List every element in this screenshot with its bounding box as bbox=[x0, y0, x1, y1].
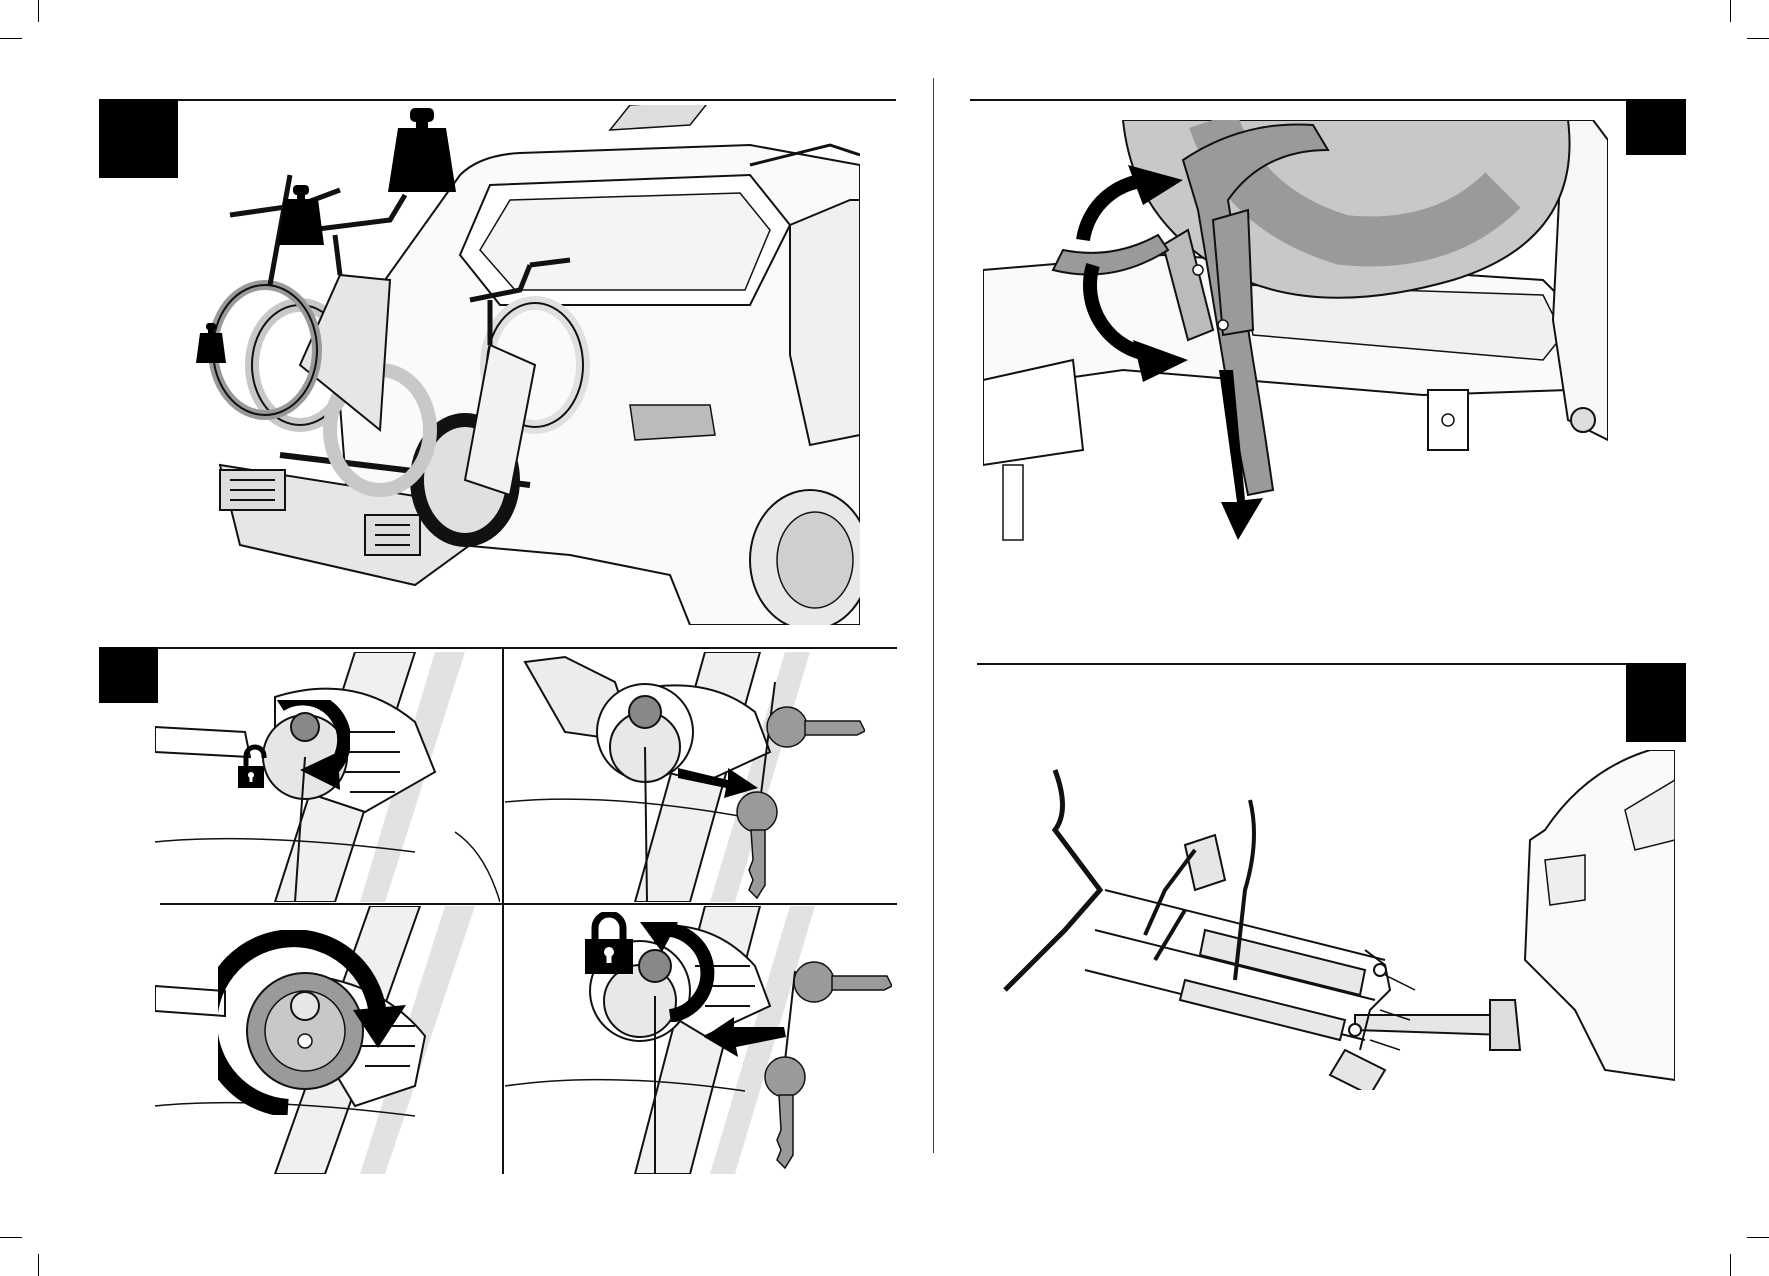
rotate-arrow-icon bbox=[218, 930, 408, 1115]
crop-mark-top-left-h bbox=[0, 38, 22, 39]
key-icon bbox=[763, 1055, 808, 1170]
tilt-illustration bbox=[985, 750, 1675, 1090]
bike-rack-illustration bbox=[190, 105, 860, 625]
crop-mark-top-right-h bbox=[1747, 38, 1769, 39]
crop-mark-bottom-left-h bbox=[0, 1237, 22, 1238]
crop-mark-top-right bbox=[1730, 0, 1731, 22]
crop-mark-bottom-right bbox=[1730, 1254, 1731, 1276]
crop-mark-bottom-right-h bbox=[1747, 1237, 1769, 1238]
step-badge bbox=[99, 99, 178, 178]
grid-divider-vertical bbox=[502, 649, 504, 1174]
crop-mark-top-left bbox=[38, 0, 39, 22]
weight-medium-icon bbox=[278, 185, 324, 245]
key-icon bbox=[735, 790, 780, 900]
key-icon bbox=[765, 705, 865, 750]
strap-illustration bbox=[983, 120, 1608, 560]
panel-rule bbox=[99, 647, 897, 649]
step-badge bbox=[99, 647, 158, 703]
step-badge bbox=[1626, 99, 1686, 155]
crop-mark-bottom-left bbox=[38, 1254, 39, 1276]
panel-rule bbox=[178, 99, 896, 101]
step-badge bbox=[1626, 663, 1686, 742]
padlock-open-icon bbox=[238, 744, 272, 790]
page-divider bbox=[933, 78, 934, 1153]
weight-small-icon bbox=[196, 323, 226, 363]
key-icon bbox=[792, 960, 892, 1005]
padlock-closed-icon bbox=[585, 912, 633, 974]
grid-divider-horizontal bbox=[160, 903, 897, 905]
weight-large-icon bbox=[388, 108, 456, 192]
panel-rule bbox=[970, 99, 1626, 101]
rotate-arrow-icon bbox=[640, 922, 720, 1022]
push-arrow-icon bbox=[704, 1015, 786, 1057]
rotate-arrow-icon bbox=[270, 700, 350, 790]
panel-rule bbox=[977, 663, 1626, 665]
